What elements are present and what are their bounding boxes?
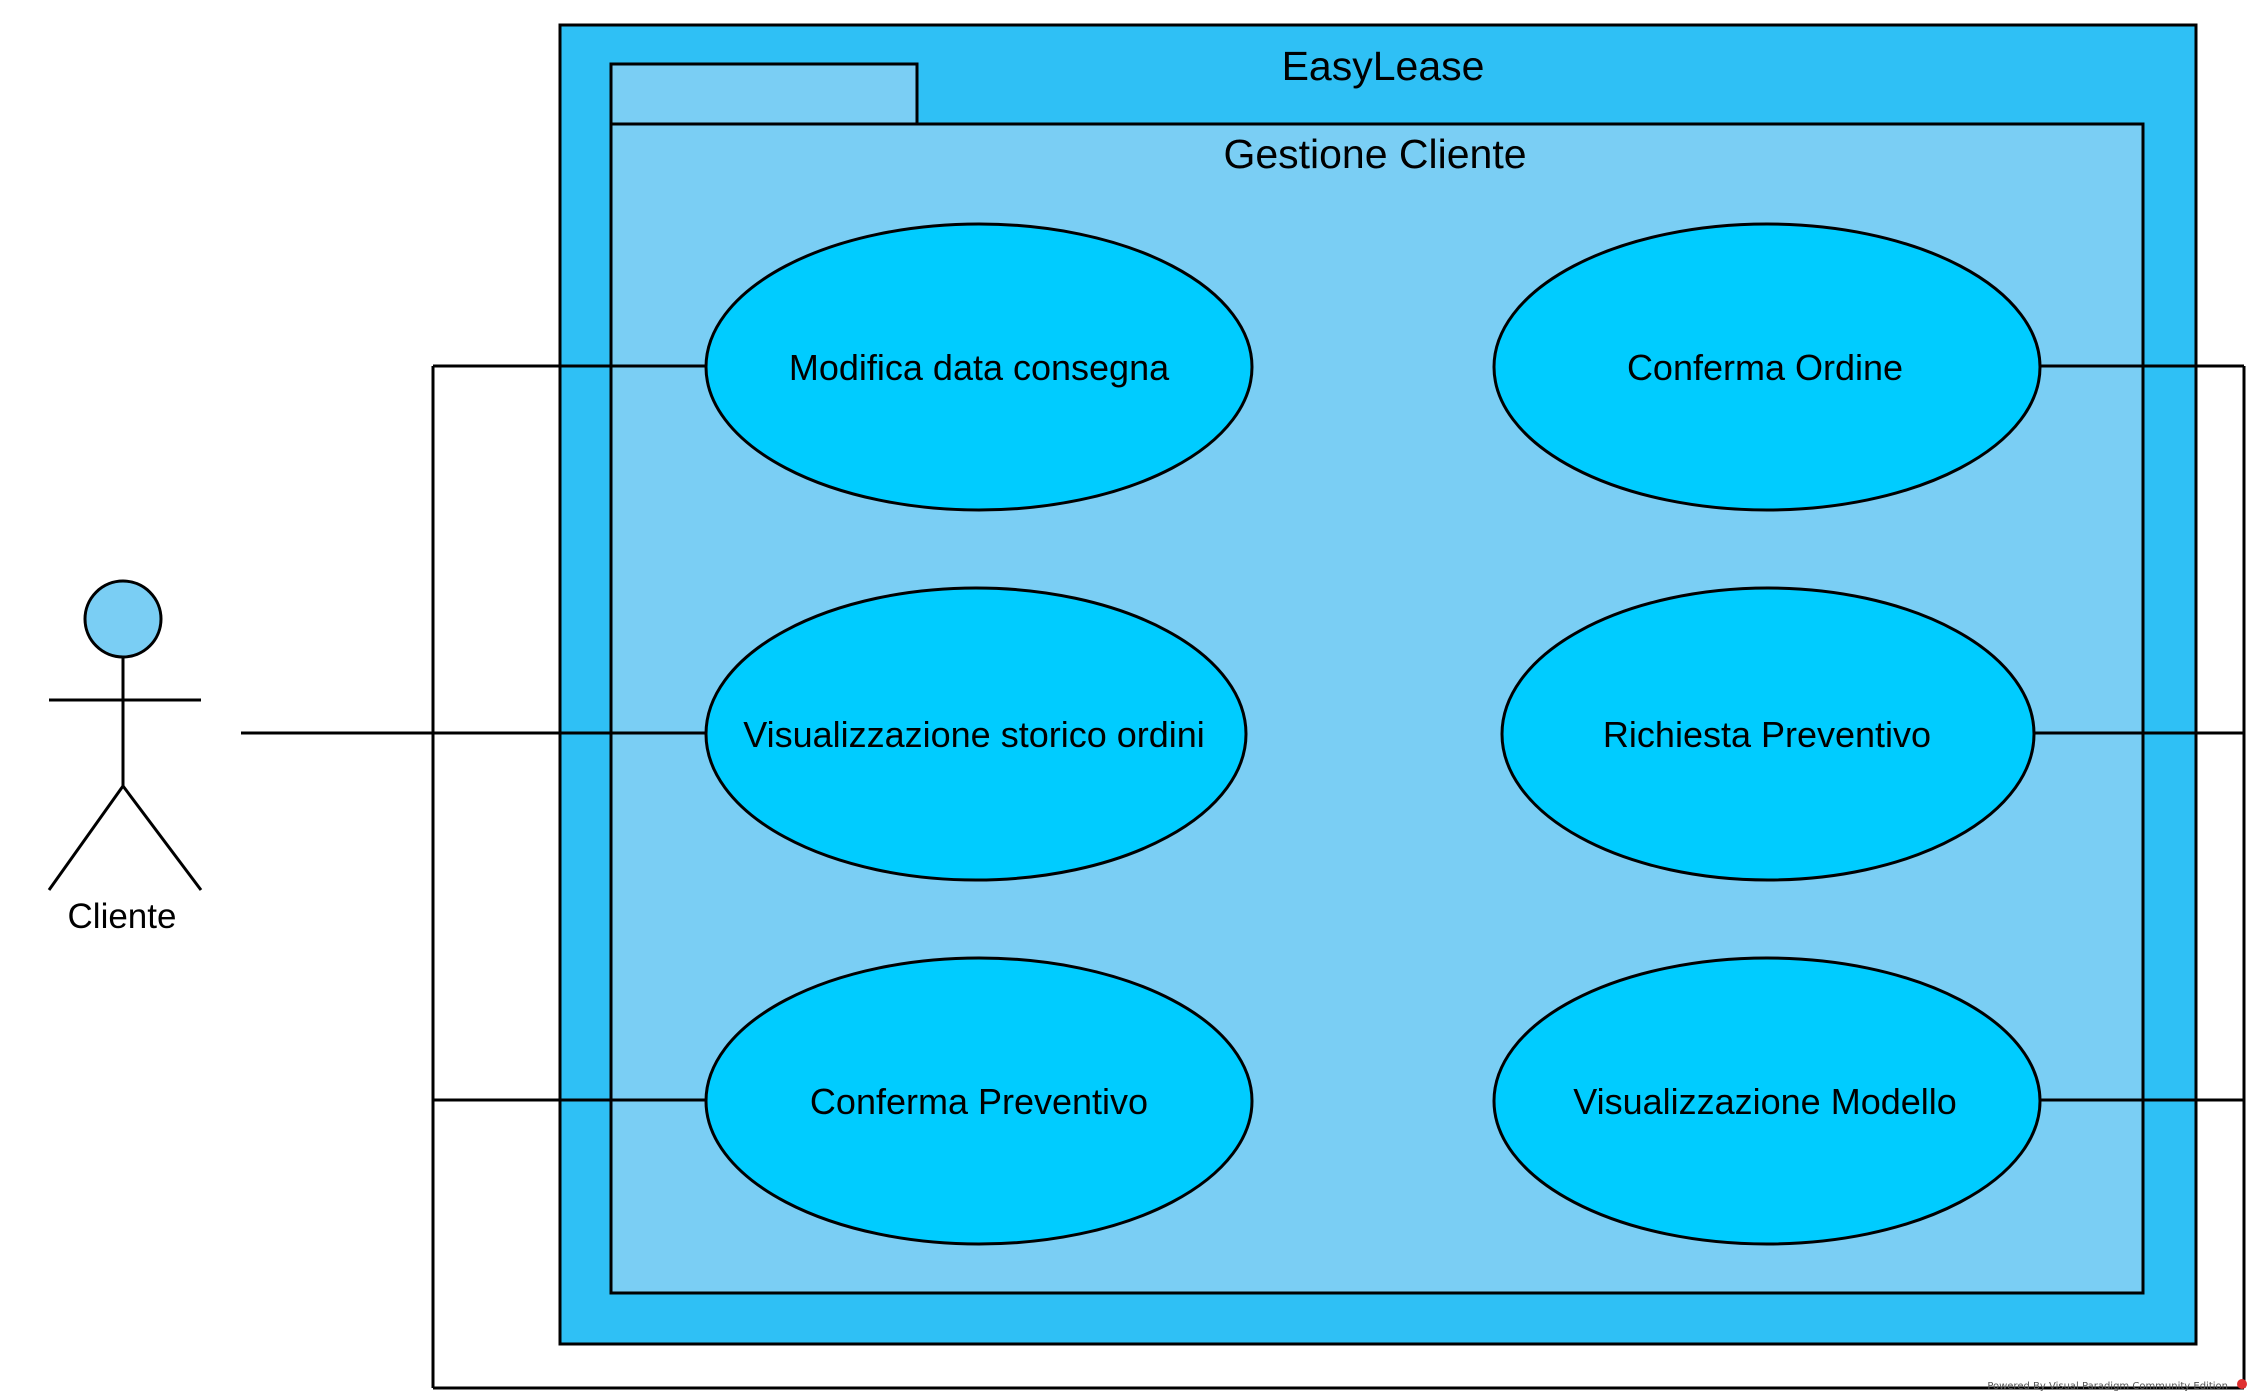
watermark-logo-icon [2237, 1379, 2247, 1389]
use-case-label: Visualizzazione storico ordini [743, 714, 1205, 755]
use-case-visualizzazione-storico-ordini[interactable]: Visualizzazione storico ordini [704, 586, 1248, 882]
system-title: EasyLease [1282, 43, 1485, 89]
actor-cliente[interactable]: Cliente [47, 579, 203, 936]
actor-left-leg [47, 785, 125, 891]
use-case-modifica-data-consegna[interactable]: Modifica data consegna [704, 222, 1254, 512]
use-case-label: Conferma Ordine [1627, 347, 1903, 388]
use-case-conferma-preventivo[interactable]: Conferma Preventivo [704, 956, 1254, 1246]
use-case-richiesta-preventivo[interactable]: Richiesta Preventivo [1500, 586, 2036, 882]
use-case-conferma-ordine[interactable]: Conferma Ordine [1492, 222, 2042, 512]
actor-head [83, 579, 163, 659]
use-case-label: Conferma Preventivo [810, 1081, 1148, 1122]
use-case-label: Modifica data consegna [789, 347, 1170, 388]
actor-label: Cliente [68, 897, 177, 936]
use-case-label: Visualizzazione Modello [1573, 1081, 1957, 1122]
package-title: Gestione Cliente [1223, 131, 1526, 177]
actor-right-leg [121, 785, 203, 891]
watermark-text: Powered By Visual Paradigm Community Edi… [1987, 1381, 2228, 1392]
use-case-label: Richiesta Preventivo [1603, 714, 1931, 755]
use-case-visualizzazione-modello[interactable]: Visualizzazione Modello [1492, 956, 2042, 1246]
package-tab [609, 62, 919, 126]
